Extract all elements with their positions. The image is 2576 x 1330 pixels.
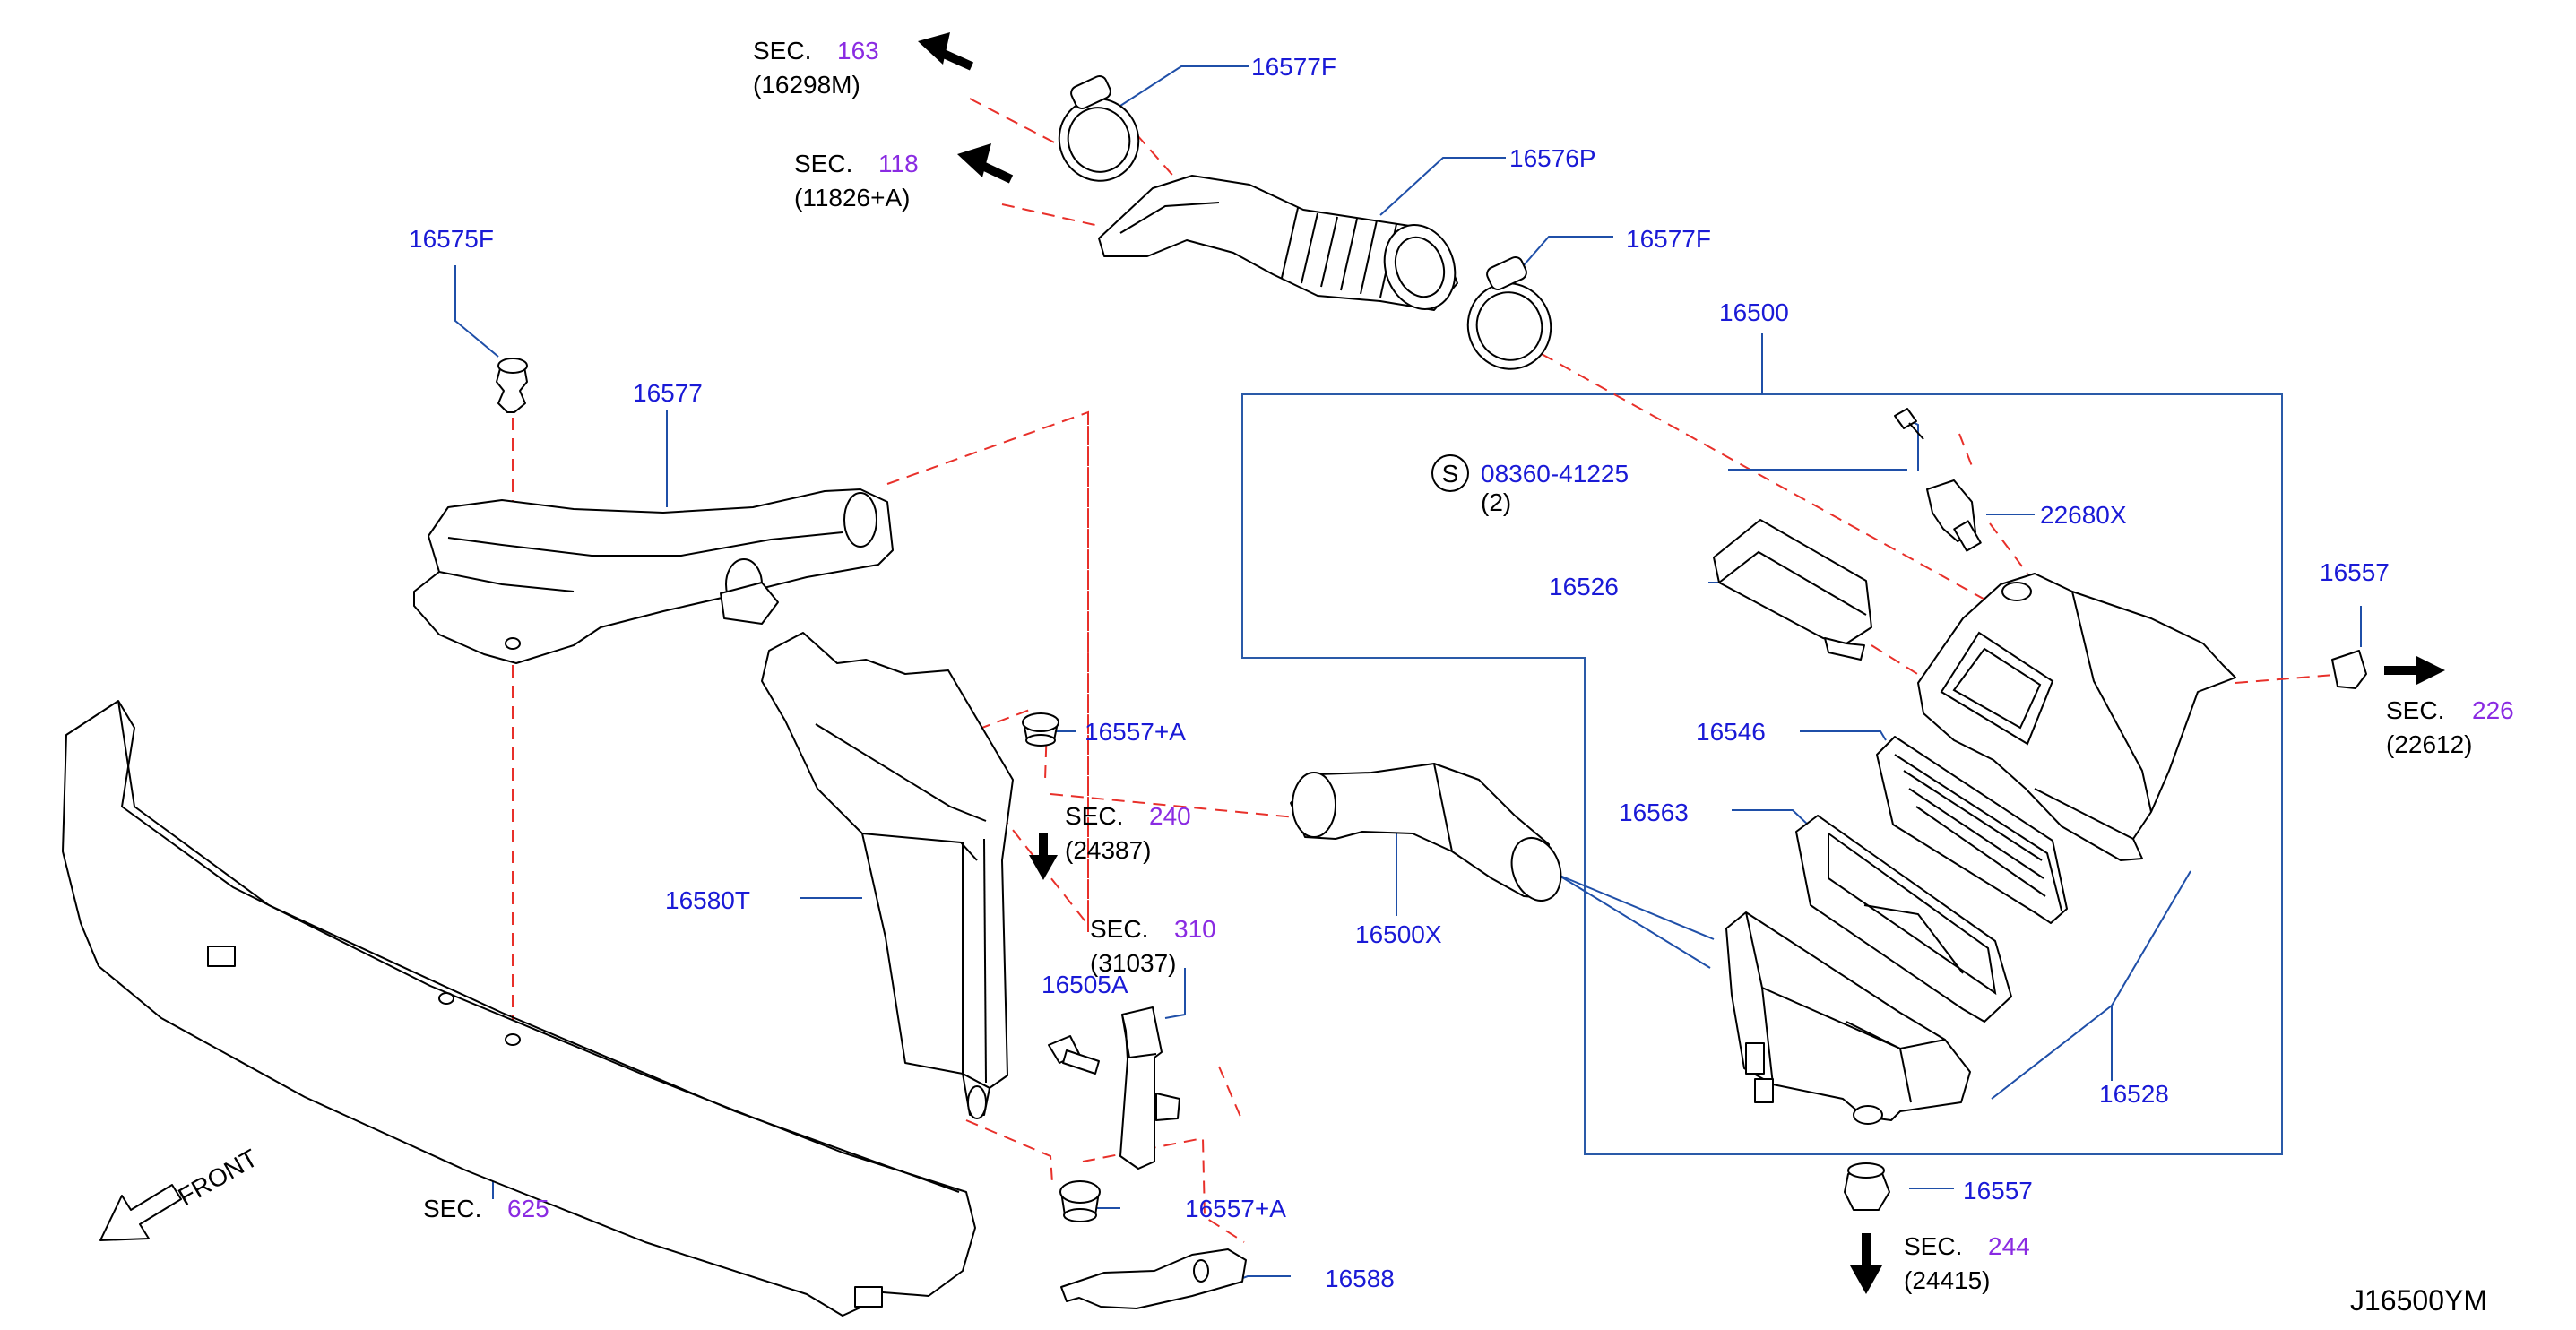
filter-frame-16563 bbox=[1795, 815, 2012, 1023]
sec244-number: 244 bbox=[1988, 1232, 2030, 1260]
section-ref-240: SEC. 240 (24387) bbox=[1065, 802, 1191, 864]
air-filter-16546 bbox=[1876, 736, 2068, 924]
sec310-sub: (31037) bbox=[1090, 949, 1177, 977]
label-16526: 16526 bbox=[1549, 573, 1619, 600]
sec226-number: 226 bbox=[2472, 696, 2514, 724]
intake-hose-16576P bbox=[1098, 175, 1458, 311]
label-16576P: 16576P bbox=[1509, 144, 1596, 172]
air-cleaner-lower-case-16528 bbox=[1725, 911, 1971, 1125]
label-16528: 16528 bbox=[2099, 1080, 2169, 1108]
grommet-16557-right bbox=[2331, 650, 2367, 689]
arrow-sec244 bbox=[1850, 1233, 1882, 1294]
sec118-number: 118 bbox=[878, 150, 919, 177]
screw-part-number: 08360-41225 bbox=[1481, 460, 1629, 488]
mass-air-flow-sensor-22680X bbox=[1926, 479, 1982, 552]
diagram-id: J16500YM bbox=[2350, 1284, 2487, 1317]
label-16580T: 16580T bbox=[665, 886, 750, 914]
label-16557-right: 16557 bbox=[2320, 558, 2390, 586]
air-cleaner-upper-case bbox=[1917, 573, 2236, 861]
resonator-16580T bbox=[761, 632, 1014, 1119]
grommet-16557A-bottom bbox=[1059, 1180, 1101, 1222]
bolt-16505A bbox=[1048, 1035, 1100, 1075]
bracket-sec310 bbox=[1119, 1006, 1180, 1170]
label-16557-bottom: 16557 bbox=[1963, 1177, 2033, 1205]
sec118-sub: (11826+A) bbox=[794, 184, 910, 212]
air-duct-16577 bbox=[413, 488, 894, 664]
sec240-number: 240 bbox=[1149, 802, 1191, 830]
arrow-sec226 bbox=[2384, 656, 2445, 685]
label-16500: 16500 bbox=[1719, 298, 1789, 326]
sec226-sub: (22612) bbox=[2386, 730, 2473, 758]
label-16500X: 16500X bbox=[1355, 920, 1442, 948]
sec163-number: 163 bbox=[837, 37, 879, 65]
connection-lines bbox=[512, 98, 2346, 1243]
grommet-16557-bottom bbox=[1844, 1162, 1890, 1211]
front-label: FRONT bbox=[174, 1144, 263, 1211]
sec244-sub: (24415) bbox=[1904, 1266, 1991, 1294]
label-16577F-top: 16577F bbox=[1251, 53, 1336, 81]
arrow-sec118 bbox=[957, 143, 1014, 184]
label-16563: 16563 bbox=[1619, 799, 1689, 826]
label-16557A-top: 16557+A bbox=[1085, 718, 1186, 746]
screw-quantity: (2) bbox=[1481, 488, 1511, 516]
section-ref-226: SEC. 226 (22612) bbox=[2386, 696, 2514, 758]
sec625-number: 625 bbox=[507, 1195, 549, 1222]
label-16546: 16546 bbox=[1696, 718, 1766, 746]
clip-16575F bbox=[496, 358, 528, 413]
cover-16526 bbox=[1713, 519, 1872, 661]
screw-08360-41225 bbox=[1894, 408, 1924, 440]
label-16577: 16577 bbox=[633, 379, 703, 407]
label-16575F: 16575F bbox=[409, 225, 494, 253]
label-16588: 16588 bbox=[1325, 1265, 1395, 1292]
arrow-sec240 bbox=[1029, 833, 1058, 880]
grommet-16557A-top bbox=[1022, 712, 1059, 747]
sec118-prefix: SEC. bbox=[794, 150, 852, 177]
arrow-sec163 bbox=[918, 32, 974, 71]
section-ref-310: SEC. 310 (31037) bbox=[1090, 915, 1216, 977]
sec163-prefix: SEC. bbox=[753, 37, 811, 65]
screw-callout: S 08360-41225 (2) bbox=[1431, 454, 1629, 516]
bracket-16588 bbox=[1060, 1248, 1247, 1309]
label-22680X: 22680X bbox=[2040, 501, 2127, 529]
label-16577F-right: 16577F bbox=[1626, 225, 1711, 253]
sec625-prefix: SEC. bbox=[423, 1195, 481, 1222]
intake-duct-16500X bbox=[1290, 763, 1562, 902]
sec310-number: 310 bbox=[1174, 915, 1216, 943]
hose-clamp-16577F-right bbox=[1466, 255, 1552, 370]
sec240-prefix: SEC. bbox=[1065, 802, 1123, 830]
sec310-prefix: SEC. bbox=[1090, 915, 1148, 943]
label-16557A-bottom: 16557+A bbox=[1185, 1195, 1286, 1222]
part-labels: 16577F 16576P 16577F 16575F 16577 16500 … bbox=[409, 53, 2390, 1292]
front-arrow-icon bbox=[99, 1184, 182, 1241]
label-16505A: 16505A bbox=[1042, 971, 1128, 998]
section-ref-244: SEC. 244 (24415) bbox=[1904, 1232, 2030, 1294]
assembly-frame-16500 bbox=[1241, 393, 2283, 1155]
screw-symbol: S bbox=[1442, 460, 1459, 488]
hose-clamp-16577F-top bbox=[1058, 74, 1140, 182]
sec240-sub: (24387) bbox=[1065, 836, 1152, 864]
radiator-core-support-sec625 bbox=[62, 700, 976, 1317]
sec244-prefix: SEC. bbox=[1904, 1232, 1962, 1260]
sec226-prefix: SEC. bbox=[2386, 696, 2444, 724]
sec163-sub: (16298M) bbox=[753, 71, 860, 99]
section-ref-118: SEC. 118 (11826+A) bbox=[794, 150, 919, 212]
section-ref-163: SEC. 163 (16298M) bbox=[753, 37, 879, 99]
section-ref-625: SEC. 625 bbox=[423, 1195, 549, 1222]
